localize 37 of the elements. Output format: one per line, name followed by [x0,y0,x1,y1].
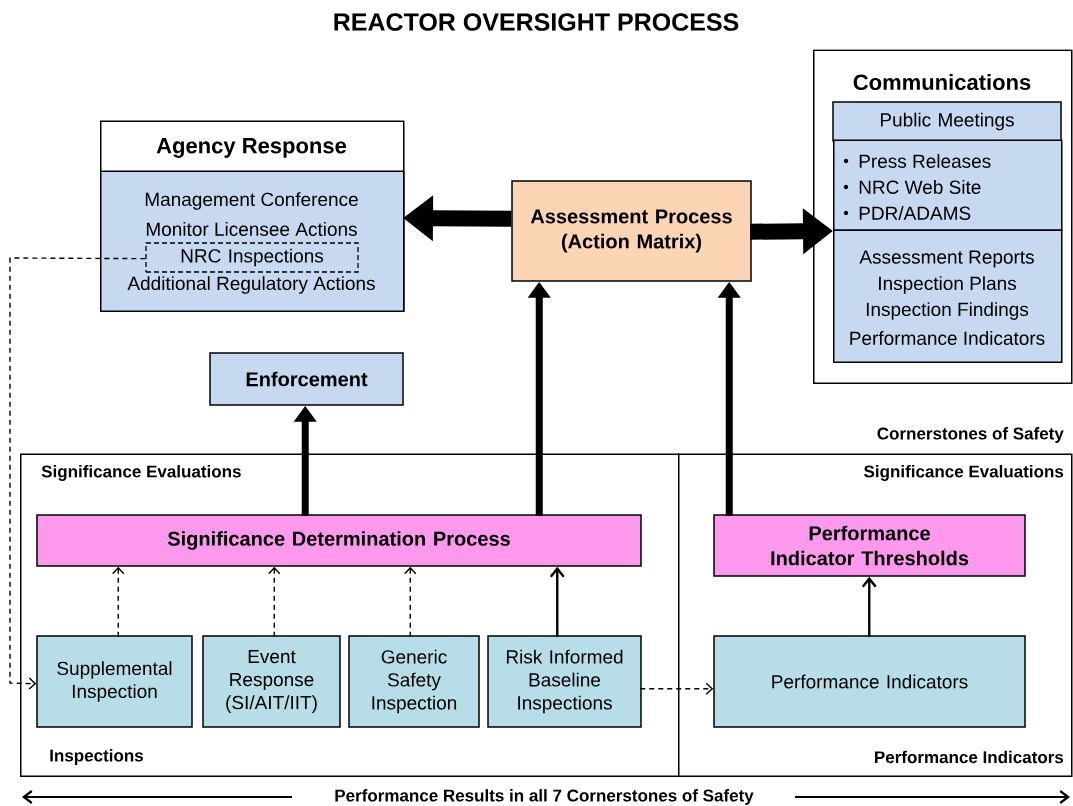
caption-text: Cornerstones of Safety [877,427,1064,443]
arrow [268,566,281,638]
list-item: Press Releases [859,154,991,168]
process-box: Assessment Process (Action Matrix) [511,180,752,282]
arrow [112,566,125,638]
panel-heading: Agency Response [156,138,347,158]
list-item: Additional Regulatory Actions [127,276,375,294]
section-label: Inspections [50,749,143,765]
process-box: Performance Indicators [713,635,1026,728]
arrow [404,566,417,638]
process-box: Generic Safety Inspection [348,635,480,728]
list-item: Inspection Plans [879,276,1016,294]
arrow [861,576,877,637]
section-label: Performance Indicators [875,750,1064,764]
list-item: PDR/ADAMS [859,206,971,220]
arrow [549,566,565,637]
section-label: Significance Evaluations [41,465,241,481]
process-box: Performance Indicator Thresholds [713,514,1026,577]
list-item: Assessment Reports [859,250,1034,268]
list-item: Performance Indicators [850,331,1045,345]
panel-heading: Communications [853,73,1031,91]
arrow [639,682,714,695]
list-item: Management Conference [145,192,358,210]
process-box: Enforcement [209,352,404,406]
process-box: Significance Determination Process [36,514,642,567]
dashed-box: NRC Inspections [145,242,359,273]
list-item: NRC Web Site [859,180,981,194]
list-item: Monitor Licensee Actions [146,222,357,236]
list-box: Public Meetings [832,101,1062,142]
list-item: Inspection Findings [866,302,1029,320]
section-label: Significance Evaluations [864,465,1064,481]
arrow [9,257,147,690]
caption-text: Performance Results in all 7 Cornerstones of Safety [335,789,754,805]
process-box: Event Response (SI/AIT/IIT) [202,635,341,728]
process-box: Supplemental Inspection [36,635,193,728]
process-box: Risk Informed Baseline Inspections [487,635,642,728]
title: REACTOR OVERSIGHT PROCESS [334,13,739,31]
